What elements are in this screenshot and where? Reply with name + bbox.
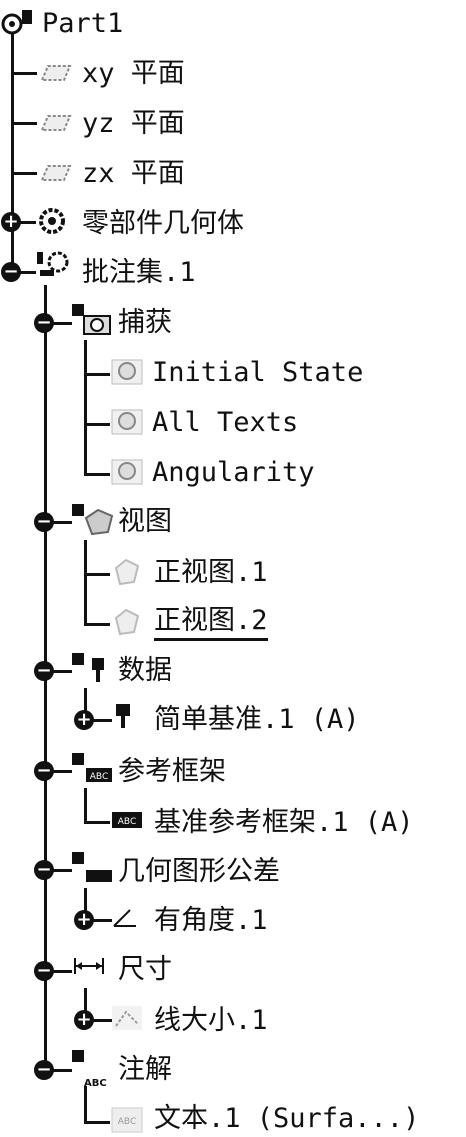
tree-branch-line xyxy=(84,373,110,376)
view-front-2[interactable]: 正视图.2 xyxy=(154,604,268,641)
collapse-minus-icon[interactable]: − xyxy=(1,262,21,282)
dimension-line xyxy=(84,988,87,1018)
tree-branch-line xyxy=(52,869,72,872)
frame-icon: ABC xyxy=(86,768,112,782)
tree-branch-line xyxy=(84,423,110,426)
line-size-icon xyxy=(112,1006,142,1030)
annotation-set-icon xyxy=(37,251,69,276)
tree-branch-line xyxy=(52,322,72,325)
plane-icon xyxy=(40,65,72,81)
tree-branch-line xyxy=(52,670,72,673)
tree-item-tolerance[interactable]: 几何图形公差 xyxy=(118,856,280,887)
tree-branch-line xyxy=(84,1121,110,1124)
frame-line xyxy=(84,788,87,823)
plane-xy[interactable]: xy 平面 xyxy=(82,58,185,89)
notes-text-surface[interactable]: 文本.1 (Surfa...) xyxy=(154,1103,420,1134)
expand-plus-icon[interactable]: + xyxy=(74,1010,94,1030)
expand-plus-icon[interactable]: + xyxy=(74,910,94,930)
tree-item-data[interactable]: 数据 xyxy=(118,655,172,686)
tree-branch-line xyxy=(92,919,112,922)
capture-state-icon xyxy=(111,409,143,435)
dimension-icon xyxy=(74,958,104,974)
datum-icon xyxy=(116,704,130,728)
tree-branch-line xyxy=(84,573,110,576)
tree-item-frame[interactable]: 参考框架 xyxy=(118,756,226,787)
collapse-minus-icon[interactable]: − xyxy=(34,661,54,681)
node-marker xyxy=(72,852,84,864)
view-icon xyxy=(84,508,114,536)
tolerance-icon xyxy=(86,870,112,882)
tree-branch-line xyxy=(84,623,110,626)
plane-icon xyxy=(40,115,72,131)
tree-branch-line xyxy=(20,221,36,224)
views-line xyxy=(84,540,87,625)
plane-yz[interactable]: yz 平面 xyxy=(82,108,185,139)
tree-item-body[interactable]: 零部件几何体 xyxy=(82,208,244,239)
node-marker xyxy=(72,1050,84,1062)
capture-initial-state[interactable]: Initial State xyxy=(152,357,364,388)
tree-trunk-line xyxy=(11,28,14,268)
tree-branch-line xyxy=(92,1019,112,1022)
tree-item-notes[interactable]: 注解 xyxy=(118,1054,172,1085)
tree-branch-line xyxy=(20,271,36,274)
datum-icon xyxy=(92,658,104,682)
tree-item-dimension[interactable]: 尺寸 xyxy=(118,954,172,985)
text-note-item-icon: ABC xyxy=(111,1107,143,1133)
dimension-line-size[interactable]: 线大小.1 xyxy=(154,1005,268,1036)
tree-item-annotation-set[interactable]: 批注集.1 xyxy=(82,257,196,288)
collapse-minus-icon[interactable]: − xyxy=(34,512,54,532)
expand-plus-icon[interactable]: + xyxy=(1,212,21,232)
body-gears-icon xyxy=(39,208,65,234)
datum-simple-a[interactable]: 简单基准.1 (A) xyxy=(154,704,360,735)
tree-root-part[interactable]: Part1 xyxy=(42,8,124,39)
collapse-minus-icon[interactable]: − xyxy=(34,961,54,981)
plane-zx[interactable]: zx 平面 xyxy=(82,158,185,189)
tree-item-capture[interactable]: 捕获 xyxy=(118,307,172,338)
collapse-minus-icon[interactable]: − xyxy=(34,860,54,880)
collapse-minus-icon[interactable]: − xyxy=(34,1060,54,1080)
tree-branch-line xyxy=(52,970,72,973)
tree-branch-line xyxy=(92,719,112,722)
svg-text:ABC: ABC xyxy=(118,817,136,827)
node-marker xyxy=(72,504,84,516)
node-marker xyxy=(72,304,84,316)
notes-line xyxy=(84,1086,87,1123)
node-marker xyxy=(72,753,84,765)
tree-item-views[interactable]: 视图 xyxy=(118,506,172,537)
collapse-minus-icon[interactable]: − xyxy=(34,761,54,781)
angle-icon xyxy=(113,909,136,927)
tree-branch-line xyxy=(52,521,72,524)
view-item-icon xyxy=(114,608,140,636)
tolerance-line xyxy=(84,888,87,918)
tree-branch-line xyxy=(11,172,37,175)
collapse-minus-icon[interactable]: − xyxy=(34,313,54,333)
view-front-1[interactable]: 正视图.1 xyxy=(154,557,268,588)
capture-all-texts[interactable]: All Texts xyxy=(152,407,299,438)
capture-line xyxy=(84,340,87,475)
capture-state-icon xyxy=(111,459,143,485)
plane-icon xyxy=(40,165,72,181)
text-note-icon: ABC xyxy=(84,1078,107,1089)
tree-branch-line xyxy=(11,122,37,125)
frame-item-icon: ABC xyxy=(112,812,142,828)
tree-branch-line xyxy=(84,473,110,476)
node-marker xyxy=(72,653,84,665)
tolerance-angularity[interactable]: 有角度.1 xyxy=(154,905,268,936)
capture-angularity[interactable]: Angularity xyxy=(152,457,315,488)
tree-branch-line xyxy=(52,770,72,773)
tree-branch-line xyxy=(52,1069,72,1072)
svg-text:ABC: ABC xyxy=(90,772,108,782)
svg-text:ABC: ABC xyxy=(84,1078,107,1089)
svg-text:ABC: ABC xyxy=(118,1117,136,1127)
frame-reference-a[interactable]: 基准参考框架.1 (A) xyxy=(154,807,414,838)
tree-branch-line xyxy=(11,72,37,75)
capture-state-icon xyxy=(111,359,143,385)
data-line xyxy=(84,688,87,718)
view-item-icon xyxy=(114,558,140,586)
expand-plus-icon[interactable]: + xyxy=(74,710,94,730)
camera-icon xyxy=(83,315,111,335)
part-gear-icon xyxy=(1,10,32,35)
tree-branch-line xyxy=(84,821,110,824)
